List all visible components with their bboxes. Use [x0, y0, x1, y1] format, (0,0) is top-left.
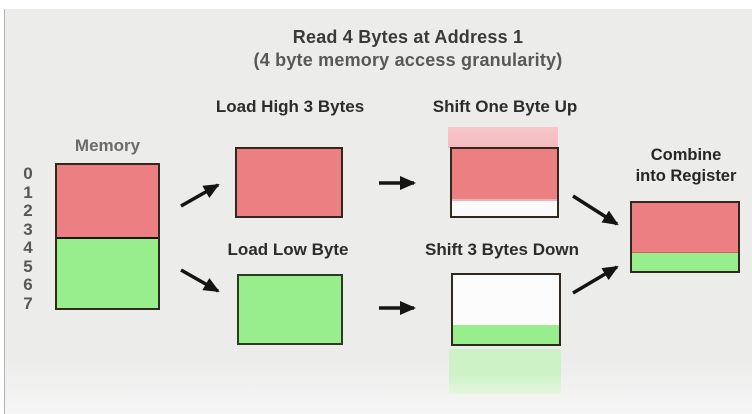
memory-index-7: 7	[23, 293, 33, 313]
load-low-box	[237, 274, 343, 345]
memory-index-4: 4	[23, 238, 33, 258]
memory-label: Memory	[74, 136, 141, 155]
shift-up-label: Shift One Byte Up	[432, 97, 578, 116]
shift-down-low-byte-region	[453, 325, 559, 344]
memory-index-0: 0	[23, 164, 33, 183]
memory-byte-indices: 0 1 2 3 4 5 6 7	[16, 165, 40, 313]
memory-index-6: 6	[23, 275, 33, 295]
memory-index-1: 1	[23, 182, 33, 202]
combine-label-line1: Combine	[650, 146, 722, 164]
memory-index-5: 5	[23, 256, 33, 276]
shift-down-box	[451, 273, 561, 346]
combine-label: Combine into Register	[611, 145, 752, 187]
combine-low-byte-region	[632, 253, 738, 271]
combine-label-line2: into Register	[635, 167, 737, 185]
load-high-box	[235, 147, 343, 218]
diagram-subtitle: (4 byte memory access granularity)	[253, 50, 563, 70]
memory-index-2: 2	[23, 201, 33, 221]
shift-down-label: Shift 3 Bytes Down	[425, 240, 579, 259]
memory-high-bytes-region	[57, 165, 158, 237]
memory-index-3: 3	[23, 219, 33, 239]
combine-register-box	[630, 201, 740, 273]
load-low-label: Load Low Byte	[227, 240, 349, 259]
load-high-label: Load High 3 Bytes	[215, 97, 365, 116]
shift-down-empty-region	[453, 275, 559, 325]
memory-box	[55, 163, 160, 310]
shifted-out-bytes-ghost	[449, 349, 561, 394]
combine-high-bytes-region	[632, 203, 738, 253]
shifted-out-byte-ghost	[448, 127, 558, 148]
memory-low-bytes-region	[57, 237, 158, 308]
shift-up-high-bytes-region	[452, 149, 557, 201]
diagram-title: Read 4 Bytes at Address 1	[292, 27, 524, 47]
shift-up-box	[450, 147, 559, 218]
